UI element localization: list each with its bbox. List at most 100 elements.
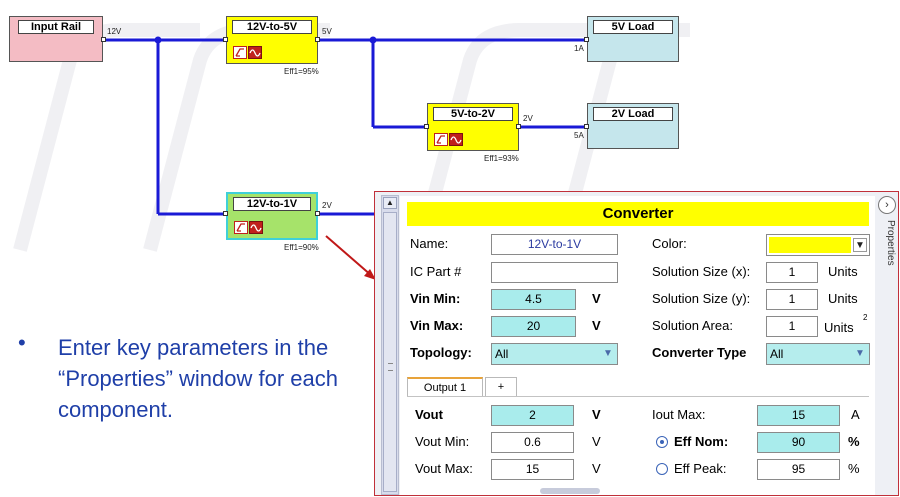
eff-peak-unit: % xyxy=(848,461,860,476)
converter-12v-1v-out-voltage: 2V xyxy=(322,201,332,210)
solution-area-unit: Units xyxy=(824,320,854,335)
grip-icon xyxy=(388,363,393,371)
converter-12v-5v-in-port[interactable] xyxy=(223,37,228,42)
tab-output-1[interactable]: Output 1 xyxy=(407,377,483,397)
properties-form: Converter Name: 12V-to-1V IC Part # Vin … xyxy=(400,196,875,495)
name-field[interactable]: 12V-to-1V xyxy=(491,234,618,255)
load-5v-title: 5V Load xyxy=(593,20,673,34)
eff-peak-field[interactable]: 95 xyxy=(757,459,840,480)
color-label: Color: xyxy=(652,236,687,251)
vout-field[interactable]: 2 xyxy=(491,405,574,426)
tab-add[interactable]: + xyxy=(485,377,517,397)
properties-scrollbar[interactable]: ▲ xyxy=(381,195,399,495)
eff-nom-field[interactable]: 90 xyxy=(757,432,840,453)
load-2v-title: 2V Load xyxy=(593,107,673,121)
converter-symbol-icon xyxy=(233,46,262,59)
solution-size-x-field[interactable]: 1 xyxy=(766,262,818,283)
load-5v-current: 1A xyxy=(574,44,584,53)
converter-12v-1v-in-port[interactable] xyxy=(223,211,228,216)
converter-12v-1v-title: 12V-to-1V xyxy=(233,197,311,211)
load-5v-port[interactable] xyxy=(584,37,589,42)
vout-unit: V xyxy=(592,407,601,422)
vout-min-unit: V xyxy=(592,434,601,449)
ic-part-label: IC Part # xyxy=(410,264,462,279)
vin-min-unit: V xyxy=(592,291,601,306)
color-select[interactable]: ▼ xyxy=(766,234,870,256)
eff-nom-label: Eff Nom: xyxy=(674,434,729,449)
properties-side-tab[interactable]: › Properties xyxy=(876,196,900,296)
eff-nom-unit: % xyxy=(848,434,860,449)
chevron-down-icon: ▼ xyxy=(853,238,867,252)
solution-size-y-field[interactable]: 1 xyxy=(766,289,818,310)
converter-5v-2v-title: 5V-to-2V xyxy=(433,107,513,121)
converter-12v-5v-out-port[interactable] xyxy=(315,37,320,42)
vout-min-field[interactable]: 0.6 xyxy=(491,432,574,453)
vin-max-label: Vin Max: xyxy=(410,318,464,333)
chevron-right-icon[interactable]: › xyxy=(878,196,896,214)
topology-select[interactable]: All ▼ xyxy=(491,343,618,365)
load-5v-block[interactable]: 5V Load xyxy=(587,16,679,62)
load-2v-current: 5A xyxy=(574,131,584,140)
input-rail-block[interactable]: Input Rail xyxy=(9,16,103,62)
vout-max-field[interactable]: 15 xyxy=(491,459,574,480)
vout-max-unit: V xyxy=(592,461,601,476)
input-rail-title: Input Rail xyxy=(18,20,94,34)
junction-dot xyxy=(369,36,377,44)
solution-size-y-label: Solution Size (y): xyxy=(652,291,751,306)
iout-max-field[interactable]: 15 xyxy=(757,405,840,426)
instruction-text: Enter key parameters in the “Properties”… xyxy=(58,335,339,422)
converter-5v-2v-out-voltage: 2V xyxy=(523,114,533,123)
vin-max-field[interactable]: 20 xyxy=(491,316,576,337)
converter-symbol-icon xyxy=(434,133,463,146)
wire-layer xyxy=(106,36,587,216)
eff-nom-radio[interactable] xyxy=(656,436,668,448)
vout-min-label: Vout Min: xyxy=(415,434,470,449)
converter-12v-1v-efficiency: Eff1=90% xyxy=(284,243,319,252)
chevron-down-icon: ▼ xyxy=(855,348,865,359)
eff-peak-radio[interactable] xyxy=(656,463,668,475)
converter-symbol-icon xyxy=(234,221,263,234)
junction-dot xyxy=(154,36,162,44)
schematic-canvas[interactable]: Input Rail 12V 12V-to-5V 5V Eff1=95% 5V … xyxy=(0,0,690,258)
vout-max-label: Vout Max: xyxy=(415,461,473,476)
scroll-thumb[interactable] xyxy=(383,212,397,492)
color-swatch xyxy=(769,237,851,253)
converter-12v-1v-out-port[interactable] xyxy=(315,211,320,216)
converter-12v-5v-out-voltage: 5V xyxy=(322,27,332,36)
scroll-up-icon[interactable]: ▲ xyxy=(383,197,397,209)
solution-area-unit-exponent: 2 xyxy=(863,313,868,322)
solution-size-x-unit: Units xyxy=(828,264,858,279)
topology-value: All xyxy=(495,347,509,361)
topology-label: Topology: xyxy=(410,345,472,360)
name-label: Name: xyxy=(410,236,449,251)
iout-max-unit: A xyxy=(851,407,860,422)
converter-12v-5v-block[interactable]: 12V-to-5V xyxy=(226,16,318,64)
side-tab-label: Properties xyxy=(885,220,896,266)
load-2v-port[interactable] xyxy=(584,124,589,129)
solution-area-field[interactable]: 1 xyxy=(766,316,818,337)
vin-max-unit: V xyxy=(592,318,601,333)
converter-type-value: All xyxy=(770,347,784,361)
converter-type-label: Converter Type xyxy=(652,345,747,360)
converter-type-select[interactable]: All ▼ xyxy=(766,343,870,365)
load-2v-block[interactable]: 2V Load xyxy=(587,103,679,149)
converter-5v-2v-efficiency: Eff1=93% xyxy=(484,154,519,163)
ic-part-field[interactable] xyxy=(491,262,618,283)
solution-size-y-unit: Units xyxy=(828,291,858,306)
input-rail-port[interactable] xyxy=(101,37,106,42)
properties-header: Converter xyxy=(407,202,869,226)
bullet-marker: • xyxy=(18,330,26,355)
converter-12v-5v-efficiency: Eff1=95% xyxy=(284,67,319,76)
vout-label: Vout xyxy=(415,407,443,422)
iout-max-label: Iout Max: xyxy=(652,407,706,422)
converter-5v-2v-out-port[interactable] xyxy=(516,124,521,129)
eff-peak-label: Eff Peak: xyxy=(674,461,727,476)
converter-5v-2v-block[interactable]: 5V-to-2V xyxy=(427,103,519,151)
solution-area-label: Solution Area: xyxy=(652,318,733,333)
converter-5v-2v-in-port[interactable] xyxy=(424,124,429,129)
vin-min-field[interactable]: 4.5 xyxy=(491,289,576,310)
converter-12v-1v-block[interactable]: 12V-to-1V xyxy=(226,192,318,240)
chevron-down-icon: ▼ xyxy=(603,348,613,359)
input-rail-voltage: 12V xyxy=(107,27,122,36)
bottom-scroll-hint xyxy=(540,488,600,494)
